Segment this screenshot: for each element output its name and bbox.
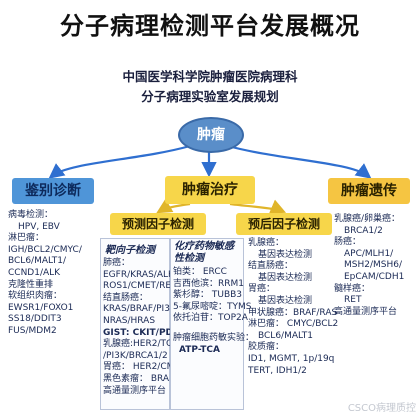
list-item: 胃癌： HER2/CMET [103, 362, 186, 373]
list-item: 胃癌： [248, 284, 276, 295]
list-item: 结直肠癌： [248, 261, 294, 272]
list-item: 肺癌： [103, 258, 131, 268]
hereditary-list: 乳腺癌/卵巢癌： BRCA1/2 肠癌： APC/MLH1/ MSH2/MSH6… [334, 214, 418, 318]
subtitle-institution: 中国医学科学院肿瘤医院病理科 [122, 69, 298, 84]
list-item: ROS1/CMET/RET [103, 281, 177, 292]
list-item: 基因表达检测 [258, 295, 313, 306]
list-item: 高通量测序平台 [103, 385, 167, 396]
watermark: CSCO病理质控 [347, 403, 416, 414]
arrow-to-hereditary [227, 144, 372, 179]
list-item: 结直肠癌： [103, 292, 149, 303]
list-item: 5-氟尿嘧啶：TYMS [173, 301, 252, 312]
list-item: 软组织肉瘤： [8, 291, 63, 302]
list-item: BRCA1/2 [344, 225, 383, 236]
list-item: 肠癌： [334, 237, 362, 248]
arrow-to-diagnosis [48, 144, 191, 179]
list-item: HPV, EBV [18, 221, 60, 232]
prognostic-box: 预后因子检测 [236, 213, 332, 235]
treatment-box: 肿瘤治疗 [165, 176, 255, 204]
list-item: SS18/DDIT3 [8, 314, 62, 325]
subtitle-plan: 分子病理实验室发展规划 [141, 89, 279, 104]
list-item: FUS/MDM2 [8, 325, 57, 336]
center-oval: 肿瘤 [178, 117, 244, 153]
list-item: 淋巴瘤： CMYC/BCL2 [248, 319, 339, 330]
list-item: 乳腺癌： [248, 238, 285, 248]
list-item: BCL6/MALT1/ [8, 256, 67, 267]
list-item: MSH2/MSH6/ [344, 260, 403, 271]
list-item: 基因表达检测 [258, 272, 313, 283]
targeted-panel: 靶向子检测 肺癌： EGFR/KRAS/ALK/ ROS1/CMET/RET 结… [100, 238, 201, 410]
page-title: 分子病理检测平台发展概况 [60, 12, 360, 40]
prognostic-list: 乳腺癌： 基因表达检测 结直肠癌： 基因表达检测 胃癌： 基因表达检测 甲状腺癌… [248, 238, 339, 377]
list-item: 病毒检测： [8, 210, 54, 220]
chemo-panel: 化疗药物敏感性检测 铂类： ERCC 吉西他滨：RRM1 紫杉醇： TUBB3 … [170, 238, 255, 410]
hereditary-box: 肿瘤遗传 [328, 178, 410, 204]
list-item: 肿瘤细胞药敏实验： [173, 332, 255, 343]
diagnosis-box: 鉴别诊断 [12, 178, 94, 204]
list-item: ATP-TCA [179, 344, 220, 355]
list-item: 黑色素瘤： BRAF [103, 373, 175, 384]
list-item: CCND1/ALK [8, 267, 61, 278]
list-item: 紫杉醇： TUBB3 [173, 290, 243, 301]
list-item: 克隆性重排 [8, 279, 54, 290]
predictive-box: 预测因子检测 [110, 213, 206, 235]
chemo-heading: 化疗药物敏感性检测 [174, 241, 234, 264]
list-item: 依托泊苷：TOP2A [173, 313, 248, 324]
list-item: KRAS/BRAF/PI3K/ [103, 304, 179, 315]
targeted-heading: 靶向子检测 [105, 245, 155, 256]
list-item: IGH/BCL2/CMYC/ [8, 244, 82, 255]
list-item: GIST: CKIT/PDGFRA [103, 327, 201, 338]
diagnosis-list: 病毒检测： HPV, EBV 淋巴瘤： IGH/BCL2/CMYC/ BCL6/… [8, 210, 100, 338]
list-item: NRAS/HRAS [103, 315, 156, 326]
list-item: 乳腺癌:HER2/TOP2A [103, 339, 191, 350]
list-item: BCL6/MALT1 [258, 330, 313, 341]
list-item: EWSR1/FOXO1 [8, 302, 74, 313]
list-item: 高通量测序平台 [334, 306, 398, 317]
list-item: 淋巴瘤： [8, 233, 45, 244]
arrow-to-prognostic [229, 199, 287, 214]
list-item: RET [344, 295, 362, 306]
list-item: TERT, IDH1/2 [248, 365, 307, 376]
list-item: 髓样癌： [334, 283, 371, 294]
list-item: 吉西他滨：RRM1 [173, 278, 244, 289]
list-item: EpCAM/CDH1 [344, 271, 405, 282]
list-item: 胶质瘤： [248, 342, 285, 353]
list-item: 基因表达检测 [258, 249, 313, 260]
list-item: EGFR/KRAS/ALK/ [103, 269, 177, 280]
list-item: ID1, MGMT, 1p/19q [248, 353, 335, 364]
arrow-to-predictive [156, 198, 191, 214]
list-item: 乳腺癌/卵巢癌： [334, 214, 401, 224]
list-item: 铂类： ERCC [173, 267, 227, 277]
list-item: 甲状腺癌：BRAF/RAS [248, 307, 338, 318]
list-item: APC/MLH1/ [344, 248, 394, 259]
list-item: /PI3K/BRCA1/2 [103, 350, 168, 361]
